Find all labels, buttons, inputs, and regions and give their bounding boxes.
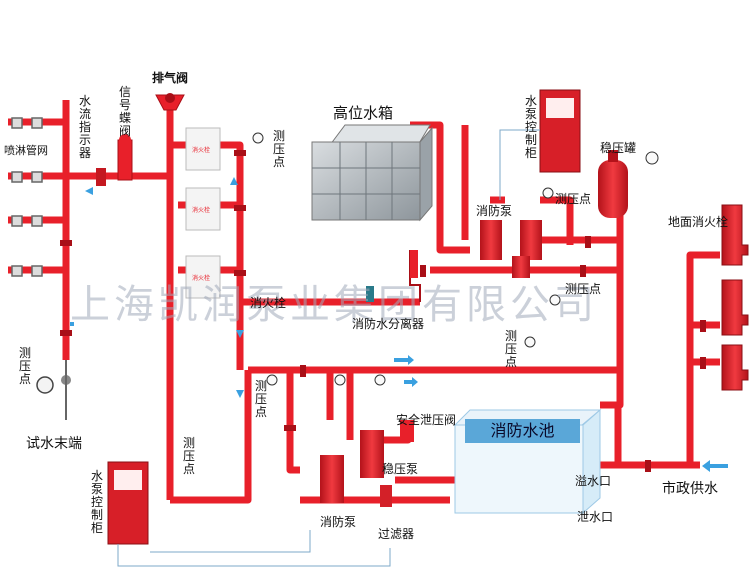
label-pump-cabinet-right: 水泵控制柜 (524, 94, 537, 160)
label-exhaust-valve: 排气阀 (152, 71, 189, 85)
control-wires (117, 129, 540, 567)
label-stabilizer-pump: 稳压泵 (382, 462, 419, 476)
pressure-gauges (252, 132, 659, 386)
svg-text:消火栓: 消火栓 (192, 274, 210, 282)
label-pressure-point-3: 测压点 (182, 436, 195, 476)
svg-text:消火栓: 消火栓 (192, 146, 210, 154)
label-municipal-supply: 市政供水 (662, 481, 718, 497)
label-fire-hydrant: 消火栓 (250, 296, 287, 310)
label-ground-hydrant: 地面消火栓 (668, 215, 729, 229)
label-overflow: 溢水口 (575, 474, 612, 488)
pressure-tank-graphic (598, 150, 628, 218)
hydrant-cabinets (185, 127, 221, 299)
test-end-gauge (36, 376, 54, 394)
fire-pumps-bottom (320, 420, 414, 507)
watermark: 上海凯润泵业集团有限公司 (70, 282, 598, 328)
valve-marks (60, 150, 706, 472)
label-filter: 过滤器 (378, 527, 415, 541)
label-pump-cabinet-left: 水泵控制柜 (90, 469, 103, 535)
label-drain: 泄水口 (577, 510, 614, 524)
label-water-flow-indicator: 水流指示器 (78, 94, 91, 160)
ground-hydrants (721, 204, 749, 391)
label-fire-pump-bottom: 消防泵 (320, 515, 357, 529)
label-pressure-point-2: 测压点 (18, 346, 31, 386)
label-sprinkler-network: 喷淋管网 (4, 144, 48, 157)
label-fire-separator: 消防水分离器 (352, 317, 425, 331)
pump-cabinet-left (107, 461, 149, 545)
pump-cabinet-right (539, 89, 581, 173)
label-pressure-point-1: 测压点 (272, 129, 285, 169)
fire-separator (366, 286, 374, 302)
high-tank-graphic (311, 124, 433, 222)
fire-pumps-right (480, 220, 542, 278)
label-pressure-point-7: 测压点 (565, 282, 602, 296)
label-safety-relief-valve: 安全泄压阀 (396, 413, 457, 427)
label-test-water-end: 试水末端 (26, 436, 82, 452)
label-pressure-point-4: 测压点 (254, 379, 267, 419)
sprinkler-heads (11, 117, 43, 277)
svg-text:消火栓: 消火栓 (192, 206, 210, 214)
label-fire-pool: 消防水池 (465, 419, 580, 443)
label-high-tank: 高位水箱 (333, 104, 394, 122)
flow-arrows (70, 177, 728, 472)
pipe-network (8, 100, 720, 504)
water-flow-indicator (96, 168, 106, 186)
label-pressure-point-5: 测压点 (504, 329, 517, 369)
label-pressure-tank: 稳压罐 (600, 141, 637, 155)
label-pressure-point-6: 测压点 (555, 192, 592, 206)
label-signal-butterfly-valve: 信号蝶阀 (118, 85, 131, 138)
label-fire-pump-right: 消防泵 (476, 204, 513, 218)
